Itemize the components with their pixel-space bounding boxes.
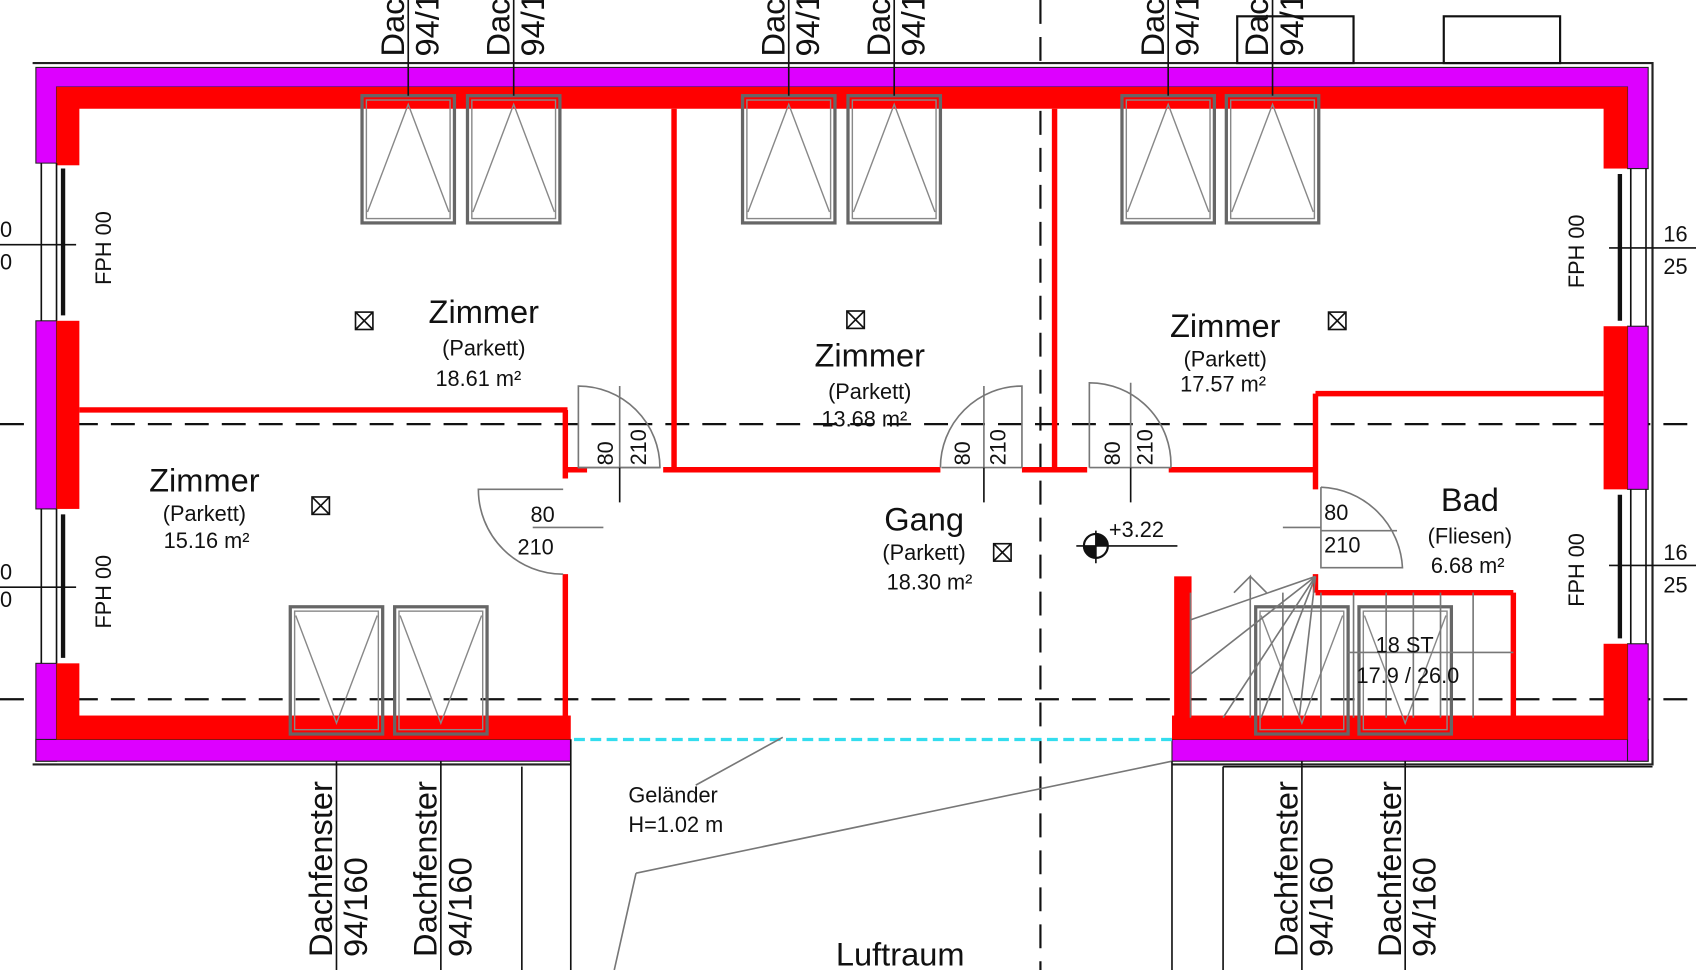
chimney-outline <box>1236 15 1355 65</box>
roof-window-label: Dachfenster <box>860 0 897 57</box>
room-name: Zimmer <box>149 462 260 499</box>
edge-dimensions: 0 0 0 0 16 25 16 25 <box>0 217 1688 612</box>
room-zimmer-1: Zimmer (Parkett) 18.61 m² <box>429 293 540 391</box>
roof-window-size: 94/160 <box>1302 857 1339 957</box>
roof-window <box>1254 605 1350 736</box>
wall-window-label: FPH 00 <box>1564 533 1589 607</box>
room-name: Zimmer <box>815 336 926 373</box>
roof-window-label: Dachfenster <box>754 0 791 57</box>
room-gang: Gang (Parkett) 18.30 m² <box>882 501 972 595</box>
level-marker <box>1076 530 1178 564</box>
roof-window-label: Dachfenster <box>374 0 411 57</box>
room-area: 13.68 m² <box>821 406 907 431</box>
roof-window-size: 94/160 <box>514 0 551 57</box>
roof-window-label: Dachfenster <box>302 781 339 957</box>
room-area: 15.16 m² <box>164 528 250 553</box>
smoke-detector-icon <box>354 311 374 331</box>
door-width: 80 <box>950 441 975 465</box>
roof-window-size: 94/160 <box>1406 857 1443 957</box>
roof-window-label: Dachfenster <box>1238 0 1275 57</box>
roof-window-size: 94/160 <box>895 0 932 57</box>
door-height: 210 <box>1132 429 1157 465</box>
edge-dim: 16 <box>1663 221 1687 246</box>
edge-dim: 0 <box>0 587 12 612</box>
roof-window-size: 94/160 <box>337 857 374 957</box>
room-floor: (Parkett) <box>828 379 911 404</box>
void-label: Luftraum <box>836 936 965 970</box>
door-labels: 80 210 80 210 80 210 80 210 80 210 <box>517 429 1360 559</box>
door-width: 80 <box>1100 441 1125 465</box>
roof-window <box>1120 94 1217 225</box>
outer-walls <box>0 61 1696 766</box>
edge-dim: 0 <box>0 560 12 585</box>
room-name: Zimmer <box>429 293 540 330</box>
room-bad: Bad (Fliesen) 6.68 m² <box>1428 481 1513 578</box>
room-floor: (Parkett) <box>163 501 246 526</box>
smoke-detector-icon <box>311 496 331 516</box>
roof-window-size: 94/160 <box>1273 0 1310 57</box>
roof-window <box>288 605 385 736</box>
smoke-detector-icon <box>992 542 1012 562</box>
edge-dim: 0 <box>0 250 12 275</box>
roof-window-size: 94/160 <box>409 0 446 57</box>
room-area: 18.61 m² <box>435 366 521 391</box>
roof-window-size: 94/160 <box>1169 0 1206 57</box>
edge-dim: 0 <box>0 217 12 242</box>
roof-window-size: 94/160 <box>789 0 826 57</box>
room-area: 17.57 m² <box>1180 371 1266 396</box>
roof-window <box>1224 94 1321 225</box>
railing-label: Geländer <box>628 783 717 808</box>
roof-window <box>1357 605 1454 736</box>
chimney-outline <box>1442 15 1562 65</box>
roof-window <box>465 94 562 225</box>
door-height: 210 <box>986 429 1011 465</box>
room-zimmer-4: Zimmer (Parkett) 15.16 m² <box>149 462 260 554</box>
railing-height: H=1.02 m <box>628 812 723 837</box>
room-name: Bad <box>1441 481 1499 518</box>
roof-window-label: Dachfenster <box>407 781 444 957</box>
room-name: Zimmer <box>1170 307 1281 344</box>
smoke-detector-icon <box>846 310 866 330</box>
room-floor: (Parkett) <box>882 540 965 565</box>
wall-window-label: FPH 00 <box>1564 214 1589 288</box>
door-swings <box>477 381 1404 575</box>
stair-steps: 18 ST <box>1376 632 1434 657</box>
door-height: 210 <box>517 535 553 560</box>
roof-window-label: Dachfenster <box>1134 0 1171 57</box>
level-value: +3.22 <box>1109 517 1164 542</box>
room-floor: (Parkett) <box>1184 346 1267 371</box>
edge-dim: 25 <box>1663 254 1687 279</box>
roof-window <box>846 94 943 225</box>
room-floor: (Fliesen) <box>1428 524 1513 549</box>
edge-dim: 16 <box>1663 540 1687 565</box>
roof-window-label: Dachfenster <box>479 0 516 57</box>
door-width: 80 <box>531 502 555 527</box>
smoke-detector-icon <box>1327 311 1347 331</box>
stair-ratio: 17.9 / 26.0 <box>1357 663 1460 688</box>
room-name: Gang <box>884 501 964 538</box>
wall-window-labels: FPH 00 FPH 00 FPH 00 FPH 00 <box>91 211 1589 628</box>
room-zimmer-3: Zimmer (Parkett) 17.57 m² <box>1170 307 1281 396</box>
roof-window-size: 94/160 <box>441 857 478 957</box>
roof-window-label: Dachfenster <box>1268 781 1305 957</box>
roof-window-label: Dachfenster <box>1371 781 1408 957</box>
door-width: 80 <box>1324 500 1348 525</box>
roof-window <box>393 605 489 736</box>
room-floor: (Parkett) <box>442 336 525 361</box>
room-zimmer-2: Zimmer (Parkett) 13.68 m² <box>815 336 926 431</box>
wall-window-label: FPH 00 <box>91 555 116 629</box>
wall-window-label: FPH 00 <box>91 211 116 285</box>
room-area: 6.68 m² <box>1431 553 1505 578</box>
room-area: 18.30 m² <box>887 569 973 594</box>
edge-dim: 25 <box>1663 573 1687 598</box>
roof-window <box>740 94 837 225</box>
door-height: 210 <box>1324 532 1360 557</box>
staircase <box>1189 574 1514 719</box>
door-width: 80 <box>593 441 618 465</box>
roof-window <box>360 94 457 225</box>
door-height: 210 <box>626 429 651 465</box>
